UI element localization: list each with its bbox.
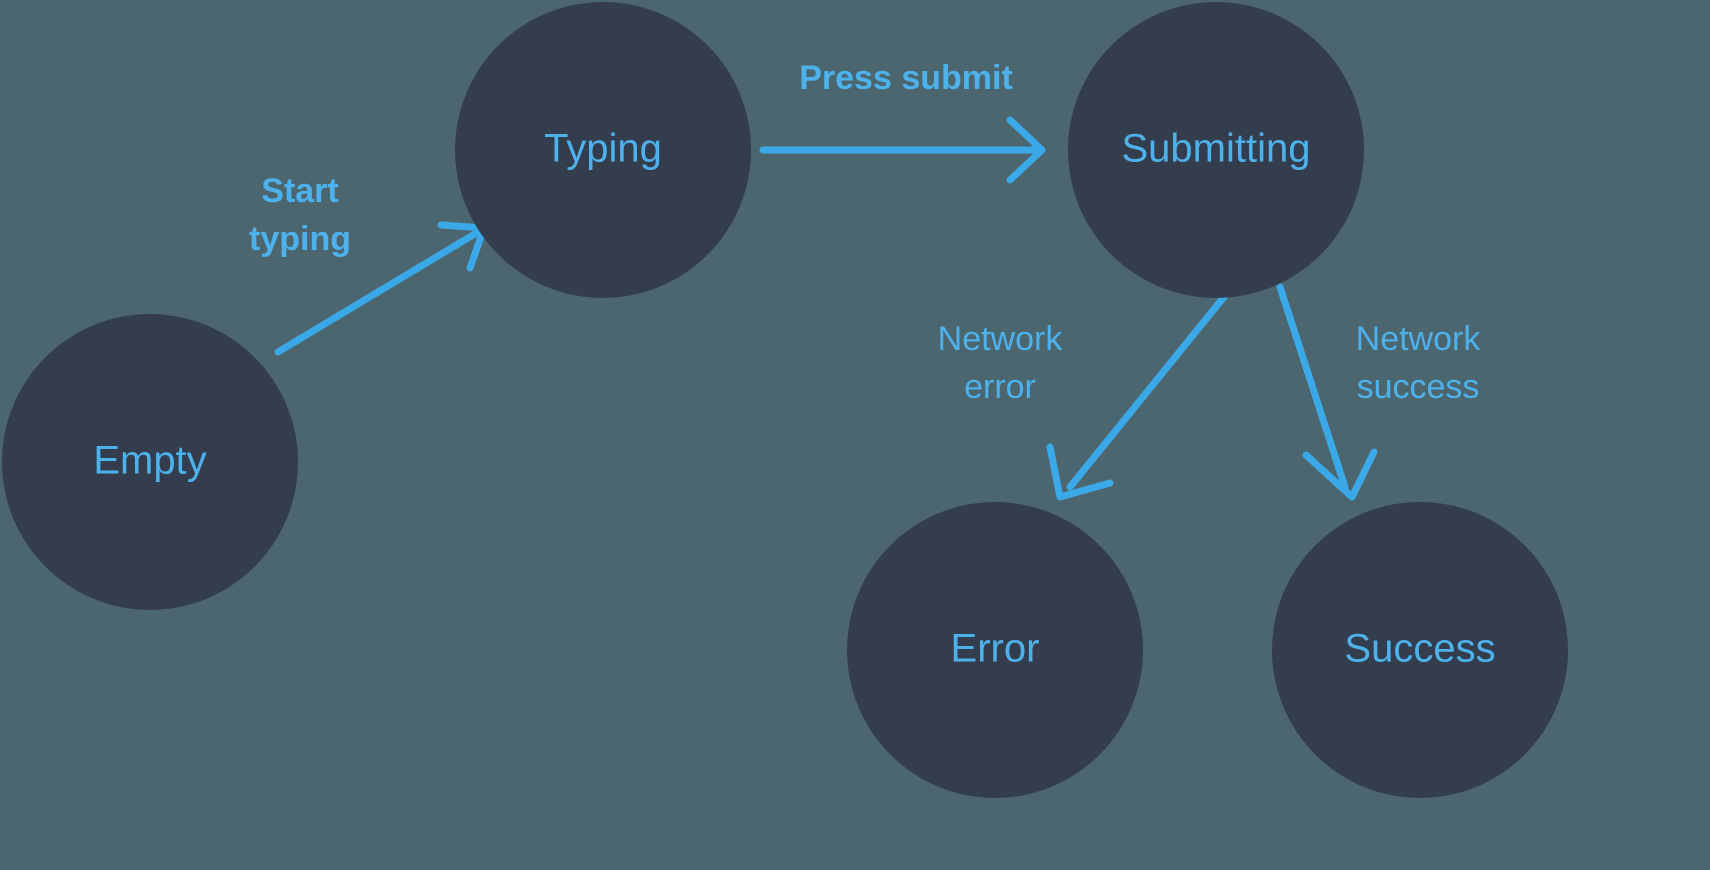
transition-start-typing-label-line-1: Start — [261, 172, 338, 210]
state-node-typing-label: Typing — [544, 127, 662, 171]
transition-press-submit-label-line-1: Press submit — [799, 59, 1013, 97]
transition-network-error[interactable] — [1046, 283, 1236, 501]
transition-network-error-label-line-1: Network — [938, 320, 1064, 358]
state-node-submitting-circle — [1068, 2, 1364, 298]
transition-network-error-line — [1066, 283, 1236, 491]
state-node-success-circle — [1272, 502, 1568, 798]
transition-network-success-line — [1276, 283, 1349, 491]
transition-network-success-label: Network success — [1356, 320, 1482, 406]
state-node-empty-circle — [2, 314, 298, 610]
state-node-typing[interactable]: Typing — [455, 2, 751, 298]
transition-network-error-arrowhead — [1046, 443, 1114, 501]
transition-press-submit-arrowhead — [1006, 116, 1046, 184]
state-node-error-circle — [847, 502, 1143, 798]
transition-network-success-label-line-2: success — [1357, 368, 1480, 406]
transition-start-typing-label-line-2: typing — [249, 220, 351, 258]
state-node-empty-label: Empty — [93, 439, 206, 483]
transition-start-typing-label: Start typing — [249, 172, 351, 258]
transition-network-success-label-line-1: Network — [1356, 320, 1482, 358]
state-node-submitting[interactable]: Submitting — [1068, 2, 1364, 298]
transition-press-submit[interactable] — [759, 116, 1046, 184]
state-node-error-label: Error — [951, 627, 1040, 671]
state-node-empty[interactable]: Empty — [2, 314, 298, 610]
transition-network-success[interactable] — [1276, 283, 1378, 501]
transition-network-error-label: Network error — [938, 320, 1064, 406]
state-node-error[interactable]: Error — [847, 502, 1143, 798]
state-node-submitting-label: Submitting — [1122, 127, 1311, 171]
transition-network-error-label-line-2: error — [964, 368, 1036, 406]
state-node-typing-circle — [455, 2, 751, 298]
state-node-success[interactable]: Success — [1272, 502, 1568, 798]
transition-press-submit-label: Press submit — [799, 59, 1013, 97]
state-node-success-label: Success — [1344, 627, 1495, 671]
transition-start-typing-line — [274, 228, 482, 356]
transition-network-success-arrowhead — [1302, 448, 1378, 501]
